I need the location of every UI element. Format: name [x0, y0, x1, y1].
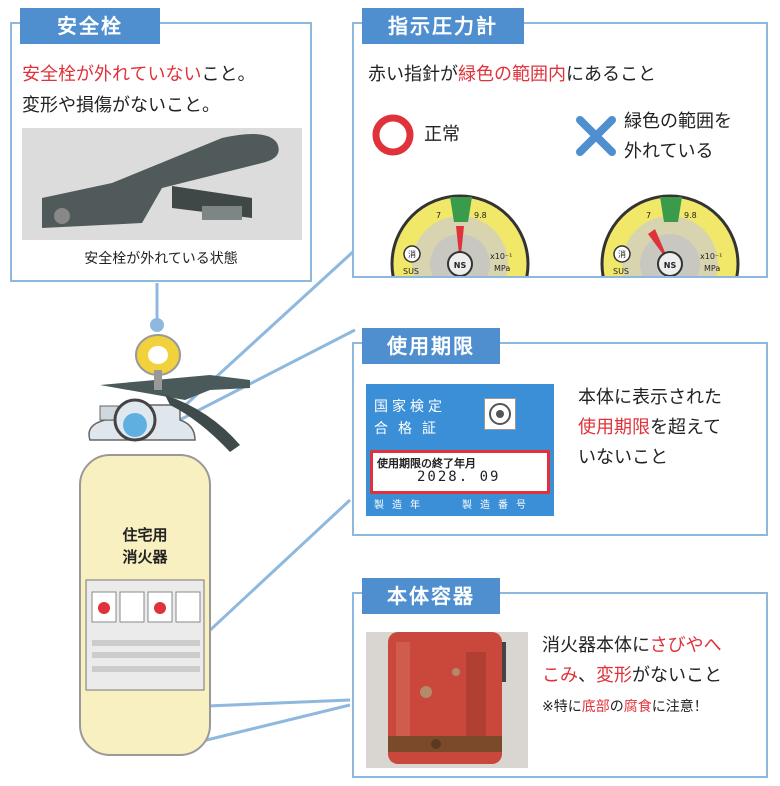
- extinguisher-label-line2: 消火器: [122, 548, 168, 566]
- safety-pin-line1: 安全栓が外れていないこと。: [22, 64, 256, 85]
- gauge-normal-brand: NS: [454, 261, 467, 270]
- expiry-box: 使用期限の終了年月 2028. 09: [370, 450, 550, 494]
- ng-label-line1: 緑色の範囲を: [624, 111, 732, 132]
- gauge-abnormal-mark-left: 7: [646, 211, 651, 220]
- expiry-desc-line1: 本体に表示された: [578, 387, 722, 408]
- ok-label: 正常: [424, 124, 460, 145]
- expiry-panel: 国家検定 合格証 使用期限の終了年月 2028. 09 製造年 製造番号 本体に…: [352, 342, 768, 536]
- safety-pin-panel: 安全栓が外れていないこと。 変形や損傷がないこと。 安全栓が外れている状態: [10, 22, 312, 282]
- gauge-normal-unit-top: x10⁻¹: [490, 252, 512, 261]
- pressure-gauge-desc: 赤い指針が緑色の範囲内にあること: [368, 64, 656, 85]
- gauge-normal-mark-left: 7: [436, 211, 441, 220]
- gauge-normal: NS 7 9.8 消 SUS x10⁻¹ MPa: [390, 194, 530, 276]
- body-desc-line2: こみ、変形がないこと: [542, 665, 722, 686]
- safety-pin-line2: 変形や損傷がないこと。: [22, 95, 220, 116]
- gauge-normal-unit: MPa: [494, 264, 510, 273]
- gauge-abnormal-unit-top: x10⁻¹: [700, 252, 722, 261]
- expiry-box-date: 2028. 09: [417, 469, 501, 485]
- rusty-body-photo: [366, 632, 528, 768]
- safety-pin-caption: 安全栓が外れている状態: [84, 251, 238, 267]
- pressure-gauge-tab: 指示圧力計: [362, 8, 524, 44]
- gauge-abnormal-unit: MPa: [704, 264, 720, 273]
- cert-line1: 国家検定: [374, 399, 446, 415]
- gauge-normal-stamp: 消: [408, 249, 416, 259]
- safety-pin-tab: 安全栓: [20, 8, 160, 44]
- ok-circle-icon: [372, 114, 414, 156]
- gauge-abnormal-brand: NS: [664, 261, 677, 270]
- safety-pin-photo: [22, 128, 302, 240]
- gauge-abnormal-sus: SUS: [613, 267, 629, 276]
- pressure-gauge-panel: 赤い指針が緑色の範囲内にあること 正常 緑色の範囲を 外れている NS 7 9.…: [352, 22, 768, 278]
- cert-bottom-right: 製造番号: [462, 500, 534, 511]
- cert-seal-icon: [484, 398, 516, 430]
- cert-bottom-left: 製造年: [374, 500, 428, 511]
- body-container-tab: 本体容器: [362, 578, 500, 614]
- expiry-tab: 使用期限: [362, 328, 500, 364]
- gauge-abnormal-mark-right: 9.8: [684, 211, 697, 220]
- gauge-normal-mark-right: 9.8: [474, 211, 487, 220]
- expiry-desc-line3: いないこと: [578, 447, 668, 468]
- certification-label: 国家検定 合格証 使用期限の終了年月 2028. 09 製造年 製造番号: [366, 384, 554, 516]
- gauge-normal-sus: SUS: [403, 267, 419, 276]
- fire-extinguisher-illustration: 住宅用 消火器: [79, 334, 250, 756]
- gauge-abnormal: NS 7 9.8 消 SUS x10⁻¹ MPa: [600, 194, 740, 276]
- extinguisher-label-line1: 住宅用: [122, 526, 167, 544]
- expiry-desc-line2: 使用期限を超えて: [578, 417, 722, 438]
- ng-cross-icon: [576, 116, 616, 156]
- body-container-panel: 消火器本体にさびやへ こみ、変形がないこと ※特に底部の腐食に注意！: [352, 592, 768, 778]
- cert-line2: 合格証: [374, 421, 446, 437]
- expiry-box-title: 使用期限の終了年月: [377, 457, 476, 470]
- ng-label-line2: 外れている: [624, 141, 714, 162]
- gauge-abnormal-stamp: 消: [618, 249, 626, 259]
- body-note: ※特に底部の腐食に注意！: [542, 699, 708, 715]
- body-desc-line1: 消火器本体にさびやへ: [542, 635, 722, 656]
